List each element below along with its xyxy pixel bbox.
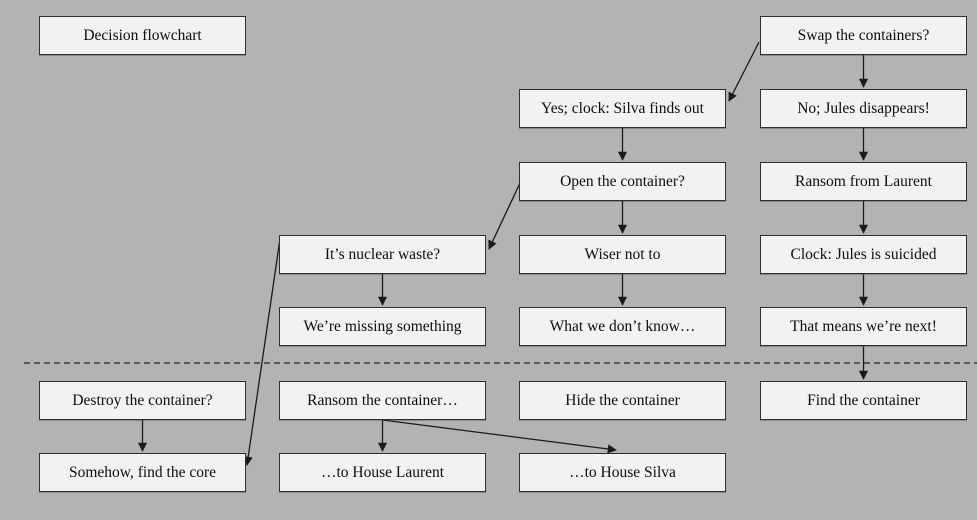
- node-label: Destroy the container?: [72, 391, 213, 409]
- node-what-we-dont-know: What we don’t know…: [519, 307, 726, 346]
- node-label: Ransom the container…: [307, 391, 458, 409]
- node-that-means-were-next: That means we’re next!: [760, 307, 967, 346]
- node-swap-containers: Swap the containers?: [760, 16, 967, 55]
- node-no-jules-disappears: No; Jules disappears!: [760, 89, 967, 128]
- node-label: Open the container?: [560, 172, 685, 190]
- node-label: We’re missing something: [303, 317, 462, 335]
- node-label: That means we’re next!: [790, 317, 937, 335]
- node-to-house-laurent: …to House Laurent: [279, 453, 486, 492]
- node-label: What we don’t know…: [549, 317, 696, 335]
- node-open-container: Open the container?: [519, 162, 726, 201]
- node-to-house-silva: …to House Silva: [519, 453, 726, 492]
- node-ransom-container: Ransom the container…: [279, 381, 486, 420]
- node-yes-clock-silva: Yes; clock: Silva finds out: [519, 89, 726, 128]
- node-label: Somehow, find the core: [68, 463, 217, 481]
- node-label: Swap the containers?: [797, 26, 930, 44]
- node-find-container: Find the container: [760, 381, 967, 420]
- node-label: Wiser not to: [584, 245, 661, 263]
- node-were-missing-something: We’re missing something: [279, 307, 486, 346]
- node-label: Find the container: [807, 391, 920, 409]
- node-label: It’s nuclear waste?: [324, 245, 441, 263]
- node-label: Yes; clock: Silva finds out: [541, 99, 704, 117]
- edge-open-to-waste: [488, 182, 521, 250]
- node-destroy-container: Destroy the container?: [39, 381, 246, 420]
- node-clock-jules-suicided: Clock: Jules is suicided: [760, 235, 967, 274]
- node-its-nuclear-waste: It’s nuclear waste?: [279, 235, 486, 274]
- node-label: No; Jules disappears!: [797, 99, 930, 117]
- edge-ransom-to-silva: [382, 419, 617, 454]
- node-label: Clock: Jules is suicided: [790, 245, 937, 263]
- node-somehow-find-core: Somehow, find the core: [39, 453, 246, 492]
- node-label: Decision flowchart: [83, 26, 202, 44]
- node-decision-flowchart: Decision flowchart: [39, 16, 246, 55]
- edge-swap-to-yes: [728, 41, 760, 102]
- edge-waste-to-somehow: [243, 238, 281, 466]
- node-label: …to House Silva: [569, 463, 676, 481]
- node-label: Ransom from Laurent: [795, 172, 932, 190]
- node-ransom-from-laurent: Ransom from Laurent: [760, 162, 967, 201]
- node-label: Hide the container: [565, 391, 680, 409]
- node-label: …to House Laurent: [320, 463, 445, 481]
- node-wiser-not-to: Wiser not to: [519, 235, 726, 274]
- node-hide-container: Hide the container: [519, 381, 726, 420]
